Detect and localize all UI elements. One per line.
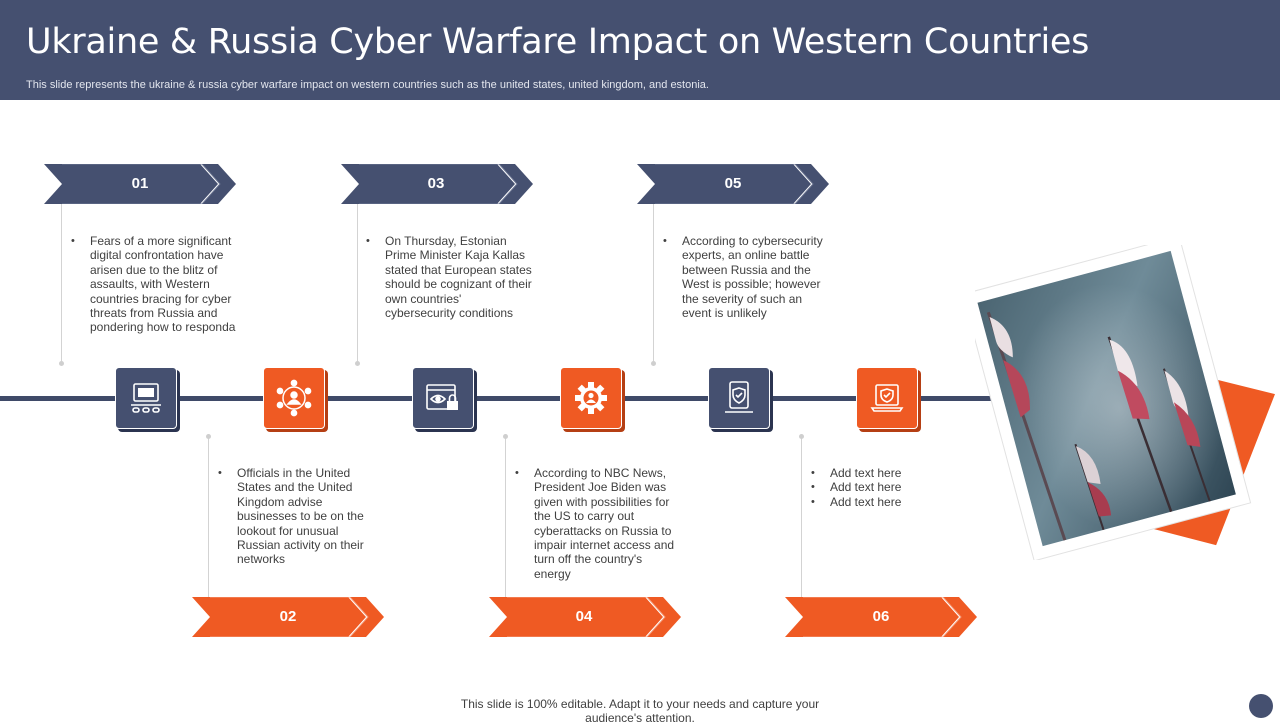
page-title: Ukraine & Russia Cyber Warfare Impact on… (26, 22, 1090, 62)
step-05-arrow (637, 164, 829, 204)
user-network-icon (276, 379, 312, 417)
step-03-description: On Thursday, Estonian Prime Minister Kaj… (363, 234, 533, 320)
step-01-description: Fears of a more significant digital conf… (68, 234, 238, 335)
step-01-connector-dot (59, 361, 64, 366)
step-06-connector-dot (799, 434, 804, 439)
step-04-number: 04 (575, 608, 593, 625)
step-02-connector-dot (206, 434, 211, 439)
page-subtitle: This slide represents the ukraine & russ… (26, 79, 709, 91)
flags-photo (975, 245, 1280, 560)
eye-lock-icon (426, 384, 458, 410)
step-05-connector-dot (651, 361, 656, 366)
step-03-number: 03 (427, 175, 445, 192)
step-06-arrow (785, 597, 977, 637)
step-02-connector (208, 437, 209, 597)
step-02-arrow (192, 597, 384, 637)
step-01-bullet: Fears of a more significant digital conf… (71, 234, 238, 335)
step-02-number: 02 (279, 608, 297, 625)
step-04-connector-dot (503, 434, 508, 439)
step-03-connector (357, 204, 358, 364)
cyber-attack-icon (131, 383, 161, 413)
step-03-arrow (341, 164, 533, 204)
step-04-description: According to NBC News, President Joe Bid… (512, 466, 682, 581)
step-06-bullet-1: Add text here (811, 466, 978, 481)
gear-user-icon (575, 382, 607, 414)
step-02-bullet: Officials in the United States and the U… (218, 466, 385, 567)
step-04-arrow (489, 597, 681, 637)
footer-note: This slide is 100% editable. Adapt it to… (460, 697, 820, 725)
step-01-connector (61, 204, 62, 364)
laptop-shield-icon (870, 384, 904, 412)
step-06-description: Add text here Add text here Add text her… (808, 466, 978, 510)
step-06-bullet-3: Add text here (811, 495, 978, 510)
step-02-node (263, 367, 325, 429)
step-04-bullet: According to NBC News, President Joe Bid… (515, 466, 682, 581)
step-03-bullet: On Thursday, Estonian Prime Minister Kaj… (366, 234, 533, 320)
step-06-bullet-2: Add text here (811, 480, 978, 495)
step-05-description: According to cybersecurity experts, an o… (660, 234, 830, 320)
step-03-connector-dot (355, 361, 360, 366)
step-01-arrow (44, 164, 236, 204)
step-02-description: Officials in the United States and the U… (215, 466, 385, 567)
corner-dot (1249, 694, 1273, 718)
step-04-node (560, 367, 622, 429)
step-01-node (115, 367, 177, 429)
step-04-connector (505, 437, 506, 597)
step-05-number: 05 (724, 175, 742, 192)
step-06-node (856, 367, 918, 429)
step-06-number: 06 (872, 608, 890, 625)
step-05-bullet: According to cybersecurity experts, an o… (663, 234, 830, 320)
step-01-number: 01 (131, 175, 149, 192)
step-03-node (412, 367, 474, 429)
mobile-shield-icon (725, 381, 753, 413)
header-bar: Ukraine & Russia Cyber Warfare Impact on… (0, 0, 1280, 100)
timeline-line (0, 396, 1010, 401)
step-06-connector (801, 437, 802, 597)
step-05-node (708, 367, 770, 429)
step-05-connector (653, 204, 654, 364)
